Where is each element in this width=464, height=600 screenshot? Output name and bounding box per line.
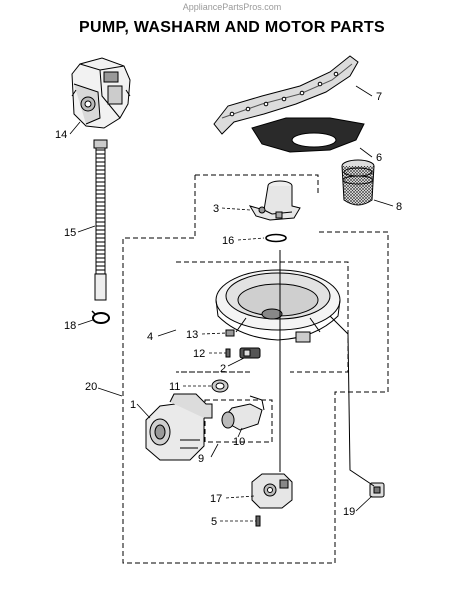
leader-17 bbox=[225, 495, 255, 499]
callout-16: 16 bbox=[222, 235, 234, 247]
leader-10 bbox=[237, 427, 243, 438]
leader-4 bbox=[157, 329, 177, 337]
callout-9: 9 bbox=[198, 453, 204, 465]
callout-1: 1 bbox=[130, 399, 136, 411]
callout-2: 2 bbox=[220, 363, 226, 375]
leader-2 bbox=[227, 357, 245, 367]
part-connector bbox=[369, 482, 385, 498]
part-filter bbox=[341, 159, 375, 206]
callout-3: 3 bbox=[213, 203, 219, 215]
leader-6 bbox=[359, 147, 373, 158]
callout-12: 12 bbox=[193, 348, 205, 360]
part-adapter bbox=[221, 395, 265, 431]
watermark: AppliancePartsPros.com bbox=[182, 2, 282, 12]
part-sump bbox=[215, 269, 341, 343]
diagram-title: PUMP, WASHARM AND MOTOR PARTS bbox=[79, 19, 385, 36]
part-clip bbox=[225, 329, 235, 337]
callout-14: 14 bbox=[55, 129, 67, 141]
callout-17: 17 bbox=[210, 493, 222, 505]
leader-3 bbox=[221, 207, 251, 211]
part-diverter-housing bbox=[71, 57, 131, 129]
callout-11: 11 bbox=[169, 381, 180, 393]
part-o-ring bbox=[265, 233, 287, 243]
leader-9 bbox=[210, 443, 219, 458]
leader-15 bbox=[77, 225, 96, 233]
leader-1 bbox=[136, 403, 151, 419]
callout-4: 4 bbox=[147, 331, 153, 343]
wire-to-connector bbox=[329, 315, 375, 487]
callout-8: 8 bbox=[396, 201, 402, 213]
leader-13 bbox=[201, 332, 227, 335]
part-screw bbox=[225, 348, 231, 358]
part-grommet bbox=[211, 379, 229, 393]
callout-13: 13 bbox=[186, 329, 198, 341]
outline-4 bbox=[176, 261, 349, 373]
part-sensor bbox=[239, 347, 261, 359]
callout-15: 15 bbox=[64, 227, 76, 239]
leader-20 bbox=[97, 387, 123, 397]
outline-9 bbox=[204, 399, 273, 443]
callout-18: 18 bbox=[64, 320, 76, 332]
leader-7 bbox=[355, 85, 373, 97]
callout-20: 20 bbox=[85, 381, 97, 393]
callout-7: 7 bbox=[376, 91, 382, 103]
leader-14 bbox=[69, 121, 81, 135]
callout-5: 5 bbox=[211, 516, 217, 528]
leader-16 bbox=[237, 237, 265, 241]
callout-10: 10 bbox=[233, 436, 245, 448]
part-manifold bbox=[248, 180, 301, 221]
leader-8 bbox=[373, 199, 394, 207]
part-drain-pump bbox=[251, 473, 293, 527]
part-hose-clamp bbox=[91, 310, 110, 324]
leader-19 bbox=[355, 495, 373, 512]
callout-6: 6 bbox=[376, 152, 382, 164]
outline-20 bbox=[122, 174, 389, 564]
part-hose bbox=[93, 139, 108, 301]
part-pump-motor bbox=[145, 393, 213, 461]
leader-18 bbox=[77, 319, 94, 326]
callout-19: 19 bbox=[343, 506, 355, 518]
part-arm-seal bbox=[251, 117, 365, 153]
part-wash-arm bbox=[213, 55, 359, 135]
